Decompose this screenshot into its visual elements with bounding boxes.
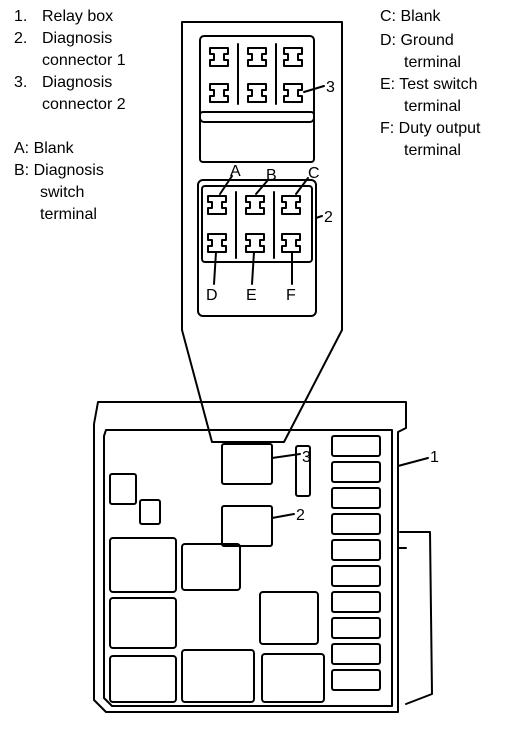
terminal-e-icon bbox=[245, 233, 265, 253]
terminal-icon bbox=[247, 47, 267, 67]
legend-letter-a: A: Blank bbox=[14, 140, 74, 157]
magnify-outline bbox=[181, 21, 343, 443]
callout-a: A bbox=[230, 163, 241, 180]
legend-letter-c: C: Blank bbox=[380, 8, 441, 25]
legend-item-3-cont: connector 2 bbox=[42, 96, 126, 113]
relay-blocks bbox=[109, 445, 325, 703]
legend-item-1: 1.Relay box bbox=[14, 8, 114, 25]
terminal-icon bbox=[247, 83, 267, 103]
diagnosis-connector-2 bbox=[221, 443, 273, 485]
legend-letter-f: F: Duty output bbox=[380, 120, 481, 137]
callout-3: 3 bbox=[326, 79, 335, 96]
legend-letter-b: B: Diagnosis bbox=[14, 162, 104, 179]
legend-letter-b-cont2: terminal bbox=[40, 206, 97, 223]
legend-letter-f-cont: terminal bbox=[404, 142, 461, 159]
terminal-icon bbox=[283, 47, 303, 67]
legend-item-2: 2.Diagnosis bbox=[14, 30, 113, 47]
terminal-icon bbox=[209, 47, 229, 67]
terminal-c-icon bbox=[281, 195, 301, 215]
diagnosis-connector-2-enlarged bbox=[199, 35, 325, 163]
legend-letter-e: E: Test switch bbox=[380, 76, 478, 93]
terminal-d-icon bbox=[207, 233, 227, 253]
terminal-b-icon bbox=[245, 195, 265, 215]
callout-b: B bbox=[266, 167, 277, 184]
callout-f: F bbox=[286, 287, 296, 304]
legend-letter-d: D: Ground bbox=[380, 32, 454, 49]
legend-letter-e-cont: terminal bbox=[404, 98, 461, 115]
fuse-column bbox=[331, 435, 381, 691]
terminal-icon bbox=[283, 83, 303, 103]
legend-letter-d-cont: terminal bbox=[404, 54, 461, 71]
leader-line-3 bbox=[303, 85, 325, 93]
callout-1-box: 1 bbox=[430, 449, 439, 466]
legend-letter-b-cont1: switch bbox=[40, 184, 85, 201]
callout-2-box: 2 bbox=[296, 507, 305, 524]
terminal-f-icon bbox=[281, 233, 301, 253]
leader-line-1 bbox=[397, 457, 429, 467]
relay-box bbox=[93, 401, 433, 713]
terminal-a-icon bbox=[207, 195, 227, 215]
callout-3-box: 3 bbox=[302, 449, 311, 466]
legend-item-3: 3.Diagnosis bbox=[14, 74, 113, 91]
callout-2: 2 bbox=[324, 209, 333, 226]
callout-c: C bbox=[308, 165, 320, 182]
terminal-icon bbox=[209, 83, 229, 103]
legend-item-2-cont: connector 1 bbox=[42, 52, 126, 69]
diagnosis-connector-1-enlarged bbox=[197, 175, 323, 317]
callout-e: E bbox=[246, 287, 257, 304]
callout-d: D bbox=[206, 287, 218, 304]
diagnosis-connector-1 bbox=[221, 505, 273, 547]
